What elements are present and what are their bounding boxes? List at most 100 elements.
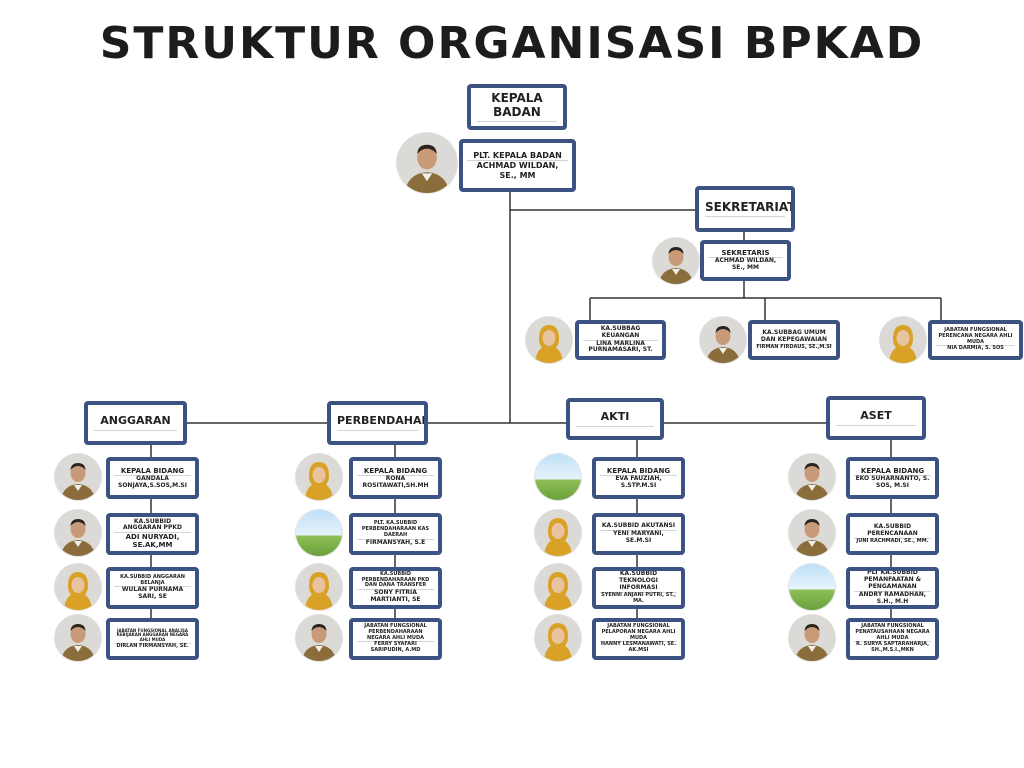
card-title: KA.SUBBID PERBENDAHARAAN PKD DAN DANA TR… — [357, 572, 434, 590]
card-name: GANDALA SONJAYA,S.SOS,M.SI — [114, 476, 191, 490]
portrait-man-icon — [789, 615, 835, 661]
card-name: DIRLAN FIRMANSYAH, SE. — [114, 644, 191, 650]
avatar — [700, 317, 746, 363]
avatar — [55, 454, 101, 500]
card-name: HANNY LESMANAWATI, SE. AK.MSI — [600, 642, 677, 654]
card-name: ANDRY RAMADHAN, S.H., M.H — [854, 592, 931, 606]
avatar — [535, 510, 581, 556]
portrait-man-icon — [55, 510, 101, 556]
card-title: JABATAN FUNGSIONAL ANALISA KEBIJAKAN ANG… — [114, 629, 191, 644]
member-card: KA.SUBBID ANGGARAN PPKDADI NURYADI, SE.A… — [106, 513, 199, 555]
card-title: PLT. KA.SUBBID PERBENDAHARAAN KAS DAERAH — [357, 521, 434, 539]
bidang-header-perbendaharaan: PERBENDAHARAAN — [327, 401, 428, 445]
card-name: LINA MARLINA PURNAMASARI, ST. — [583, 341, 658, 355]
subbag-card: KA.SUBBAG KEUANGAN LINA MARLINA PURNAMAS… — [575, 320, 666, 360]
portrait-hijab-icon — [296, 564, 342, 610]
subbag-card: JABATAN FUNGSIONAL PERENCANA NEGARA AHLI… — [928, 320, 1023, 360]
card-name: ACHMAD WILDAN, SE., MM — [708, 258, 783, 272]
sekretariat-label: SEKRETARIAT — [705, 201, 785, 218]
bidang-label: AKTI — [576, 411, 654, 427]
member-card: JABATAN FUNGSIONAL PERBENDAHARAAN NEGARA… — [349, 618, 442, 660]
card-name: RONA ROSITAWATI,SH.MH — [357, 476, 434, 490]
avatar — [296, 454, 342, 500]
portrait-man-icon — [789, 454, 835, 500]
card-name: ACHMAD WILDAN, SE., MM — [467, 161, 568, 179]
bidang-header-anggaran: ANGGARAN — [84, 401, 187, 445]
photo-placeholder — [296, 510, 342, 556]
card-name: FIRMAN FIRDAUS, SE.,M.SI — [756, 345, 832, 351]
portrait-man-icon — [789, 510, 835, 556]
portrait-man-icon — [55, 615, 101, 661]
portrait-man-icon — [296, 615, 342, 661]
avatar — [55, 615, 101, 661]
card-title: PLT KA.SUBBID PEMANFAATAN & PENGAMANAN — [854, 570, 931, 592]
member-card: PLT. KA.SUBBID PERBENDAHARAAN KAS DAERAH… — [349, 513, 442, 555]
card-name: ADI NURYADI, SE.AK,MM — [114, 533, 191, 549]
portrait-man-icon — [700, 317, 746, 363]
bidang-label: PERBENDAHARAAN — [337, 415, 418, 431]
bidang-header-akti: AKTI — [566, 398, 664, 440]
kepala-badan-label: KEPALA BADAN — [477, 92, 557, 123]
portrait-hijab-icon — [526, 317, 572, 363]
member-card: JABATAN FUNGSIONAL ANALISA KEBIJAKAN ANG… — [106, 618, 199, 660]
kepala-badan-card: PLT. KEPALA BADAN ACHMAD WILDAN, SE., MM — [459, 139, 576, 192]
portrait-hijab-icon — [296, 454, 342, 500]
card-title: KA.SUBBID TEKNOLOGI INFORMASI — [600, 571, 677, 593]
card-name: SYENNI ANJANI PUTRI, ST., MA. — [600, 593, 677, 605]
bidang-label: ASET — [836, 410, 916, 426]
card-name: JUNI RACHMADI, SE., MM. — [854, 539, 931, 545]
card-name: FERRY SYAFARI SARIPUDIN, A.MD — [357, 642, 434, 654]
portrait-hijab-icon — [535, 510, 581, 556]
card-title: KA.SUBBID PERENCANAAN — [854, 524, 931, 539]
card-name: NIA DARMIA, S. SOS — [936, 346, 1015, 352]
card-title: JABATAN FUNGSIONAL PELAPORAN NEGARA AHLI… — [600, 624, 677, 642]
avatar — [789, 510, 835, 556]
avatar — [55, 510, 101, 556]
card-name: R. SURYA SAPTARAHARJA, SH.,M.S.I.,MKN — [854, 642, 931, 654]
card-name: FIRMANSYAH, S.E — [357, 540, 434, 547]
avatar — [55, 564, 101, 610]
kepala-badan-header: KEPALA BADAN — [467, 84, 567, 130]
photo-placeholder — [789, 564, 835, 610]
card-title: KA.SUBBAG UMUM DAN KEPEGAWAIAN — [756, 330, 832, 345]
member-card: KA.SUBBID PERENCANAANJUNI RACHMADI, SE.,… — [846, 513, 939, 555]
avatar — [880, 317, 926, 363]
avatar — [535, 615, 581, 661]
avatar — [397, 133, 457, 193]
card-title: KA.SUBBAG KEUANGAN — [583, 326, 658, 341]
photo-placeholder — [535, 454, 581, 500]
card-title: JABATAN FUNGSIONAL PERBENDAHARAAN NEGARA… — [357, 624, 434, 642]
bidang-label: ANGGARAN — [94, 415, 177, 431]
member-card: KEPALA BIDANGEVA FAUZIAH, S.STP.M.SI — [592, 457, 685, 499]
card-title: JABATAN FUNGSIONAL PERENCANA NEGARA AHLI… — [936, 328, 1015, 346]
card-title: PLT. KEPALA BADAN — [467, 151, 568, 161]
portrait-hijab-icon — [535, 615, 581, 661]
card-name: SONY FITRIA MARTIANTI, SE — [357, 590, 434, 604]
avatar — [296, 615, 342, 661]
card-title: KA.SUBBID ANGGARAN PPKD — [114, 519, 191, 534]
portrait-man-icon — [55, 454, 101, 500]
portrait-man-icon — [397, 133, 457, 193]
avatar — [789, 615, 835, 661]
member-card: JABATAN FUNGSIONAL PELAPORAN NEGARA AHLI… — [592, 618, 685, 660]
portrait-hijab-icon — [880, 317, 926, 363]
avatar — [296, 564, 342, 610]
member-card: KA.SUBBID PERBENDAHARAAN PKD DAN DANA TR… — [349, 567, 442, 609]
subbag-card: KA.SUBBAG UMUM DAN KEPEGAWAIAN FIRMAN FI… — [748, 320, 840, 360]
member-card: KA.SUBBID TEKNOLOGI INFORMASISYENNI ANJA… — [592, 567, 685, 609]
avatar — [789, 454, 835, 500]
portrait-hijab-icon — [535, 564, 581, 610]
avatar — [535, 564, 581, 610]
avatar — [526, 317, 572, 363]
member-card: JABATAN FUNGSIONAL PENATAUSAHAAN NEGARA … — [846, 618, 939, 660]
sekretariat-header: SEKRETARIAT — [695, 186, 795, 232]
avatar — [653, 238, 699, 284]
card-name: WULAN PURNAMA SARI, SE — [114, 587, 191, 601]
portrait-man-icon — [653, 238, 699, 284]
sekretaris-card: SEKRETARIS ACHMAD WILDAN, SE., MM — [700, 240, 791, 281]
